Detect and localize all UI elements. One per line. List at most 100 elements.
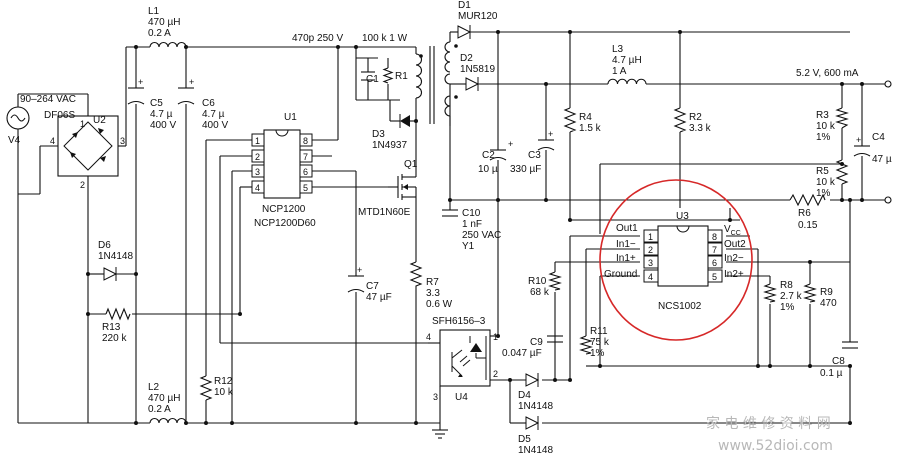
c7-ref-label: C7	[366, 281, 379, 292]
watermark-url: www.52dioi.com	[718, 438, 833, 454]
svg-text:+: +	[548, 129, 553, 139]
u1-pin3: 3	[255, 167, 260, 177]
u3-ground-label: Ground	[604, 269, 637, 280]
r5-tolerance-label: 1%	[816, 188, 831, 199]
r13-ref-label: R13	[102, 322, 121, 333]
r10-resistor	[548, 271, 562, 291]
r12-resistor	[199, 375, 213, 401]
transformer-phase-dots	[419, 44, 458, 99]
r8-tolerance-label: 1%	[780, 302, 795, 313]
c9-ref-label: C9	[530, 337, 543, 348]
c5-value-label: 4.7 µ	[150, 109, 173, 120]
u3-pin4: 4	[648, 272, 653, 282]
r11-tolerance-label: 1%	[590, 348, 605, 359]
u3-in1-plus-label: In1+	[616, 253, 636, 264]
l3-value-label: 4.7 µH	[612, 55, 642, 66]
junction-dots	[86, 30, 864, 425]
r2-value-label: 3.3 k	[689, 123, 712, 134]
r2-resistor	[673, 107, 687, 133]
c5-voltage-label: 400 V	[150, 120, 176, 131]
svg-text:+: +	[508, 139, 513, 149]
c4-ref-label: C4	[872, 132, 885, 143]
wiring	[17, 31, 888, 430]
c5-capacitor	[127, 87, 145, 105]
c6-capacitor	[177, 87, 195, 105]
u1-pin8: 8	[303, 136, 308, 146]
d5-part-label: 1N4148	[518, 445, 553, 456]
u1-ncp1200-ic	[251, 129, 313, 199]
d2-part-label: 1N5819	[460, 64, 495, 75]
d4-ref-label: D4	[518, 390, 531, 401]
c3-value-label: 330 µF	[510, 164, 541, 175]
l1-value-label: 470 µH	[148, 17, 180, 28]
r3-resistor	[835, 107, 849, 129]
u1-pin2: 2	[255, 152, 260, 162]
u1-part-label: NCP1200	[262, 204, 306, 215]
r5-resistor	[835, 159, 849, 185]
u3-in1-minus-label: In1−	[616, 239, 636, 250]
r7-watt-label: 0.6 W	[426, 299, 453, 310]
c8-capacitor	[842, 341, 858, 349]
d6-ref-label: D6	[98, 240, 111, 251]
l2-inductor	[149, 417, 187, 424]
u1-pin5: 5	[303, 183, 308, 193]
r7-resistor	[409, 261, 423, 290]
r6-value-label: 0.15	[798, 220, 818, 231]
c4-capacitor	[853, 145, 871, 157]
q1-ref-label: Q1	[404, 159, 418, 170]
r2-ref-label: R2	[689, 112, 702, 123]
l1-inductor	[149, 41, 187, 48]
d1-part-label: MUR120	[458, 11, 498, 22]
d4-part-label: 1N4148	[518, 401, 553, 412]
r13-value-label: 220 k	[102, 333, 127, 344]
u3-pin3: 3	[648, 258, 653, 268]
u3-pin2: 2	[648, 245, 653, 255]
u3-ncs1002-ic	[643, 225, 723, 287]
d4-diode	[525, 373, 540, 387]
d6-diode	[103, 267, 118, 281]
c3-ref-label: C3	[528, 150, 541, 161]
q1-arrow	[403, 184, 408, 190]
u2-pin2: 2	[80, 180, 85, 190]
c6-voltage-label: 400 V	[202, 120, 228, 131]
v4-label: V4	[8, 135, 21, 146]
l2-value-label: 470 µH	[148, 393, 180, 404]
svg-text:+: +	[138, 77, 143, 87]
r5-ref-label: R5	[816, 166, 829, 177]
d2-diode	[465, 77, 484, 91]
r8-value-label: 2.7 k	[780, 291, 803, 302]
u2-pin4: 4	[50, 136, 55, 146]
l1-current-label: 0.2 A	[148, 28, 171, 39]
r3-tolerance-label: 1%	[816, 132, 831, 143]
c3-capacitor	[537, 139, 555, 151]
u4-pin3: 3	[433, 392, 438, 402]
c1-capacitor	[361, 71, 375, 81]
r7-ref-label: R7	[426, 277, 439, 288]
u3-ref-label: U3	[676, 211, 689, 222]
r1-rating-label: 100 k 1 W	[362, 33, 408, 44]
svg-text:+: +	[856, 135, 861, 145]
c8-ref-label: C8	[832, 356, 845, 367]
c6-value-label: 4.7 µ	[202, 109, 225, 120]
u3-in2-minus-label: In2−	[724, 253, 744, 264]
c1-rating-label: 470p 250 V	[292, 33, 343, 44]
u3-vcc-subscript: CC	[731, 230, 741, 237]
l2-ref-label: L2	[148, 382, 160, 393]
c6-ref-label: C6	[202, 98, 215, 109]
c2-ref-label: C2	[482, 150, 495, 161]
c10-capacitor	[442, 209, 458, 217]
watermark-title: 家 电 维 修 资 料 网	[706, 415, 831, 432]
u3-out1-label: Out1	[616, 223, 638, 234]
u3-pin6: 6	[712, 258, 717, 268]
u1-pin6: 6	[303, 167, 308, 177]
r5-value-label: 10 k	[816, 177, 836, 188]
u2-pin1: 1	[80, 119, 85, 129]
u1-pin7: 7	[303, 152, 308, 162]
c7-capacitor	[347, 275, 365, 293]
d1-diode	[457, 25, 476, 39]
d6-part-label: 1N4148	[98, 251, 133, 262]
u4-pin4: 4	[426, 332, 431, 342]
r4-resistor	[563, 107, 577, 133]
svg-text:+: +	[189, 77, 194, 87]
